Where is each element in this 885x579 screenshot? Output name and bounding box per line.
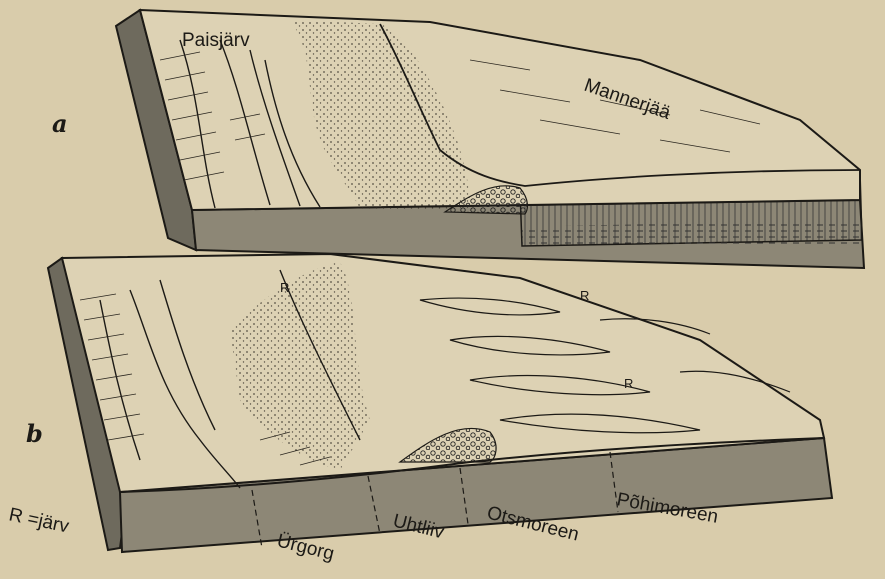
block-b-letter: b (26, 419, 43, 448)
legend-r-jarv: R =järv (7, 504, 71, 537)
block-a: a Paisjärv Mannerjää (52, 10, 864, 268)
block-a-letter: a (52, 109, 68, 138)
lake-marker-2: R (580, 288, 589, 303)
label-paisjarv: Paisjärv (182, 30, 250, 51)
lake-marker-3: R (624, 376, 633, 391)
block-a-ice-base (522, 222, 862, 246)
block-b: b R R R R =järv Ürgorg Uhtliiv Otsmoreen… (7, 254, 832, 565)
lake-marker-1: R (280, 280, 289, 295)
